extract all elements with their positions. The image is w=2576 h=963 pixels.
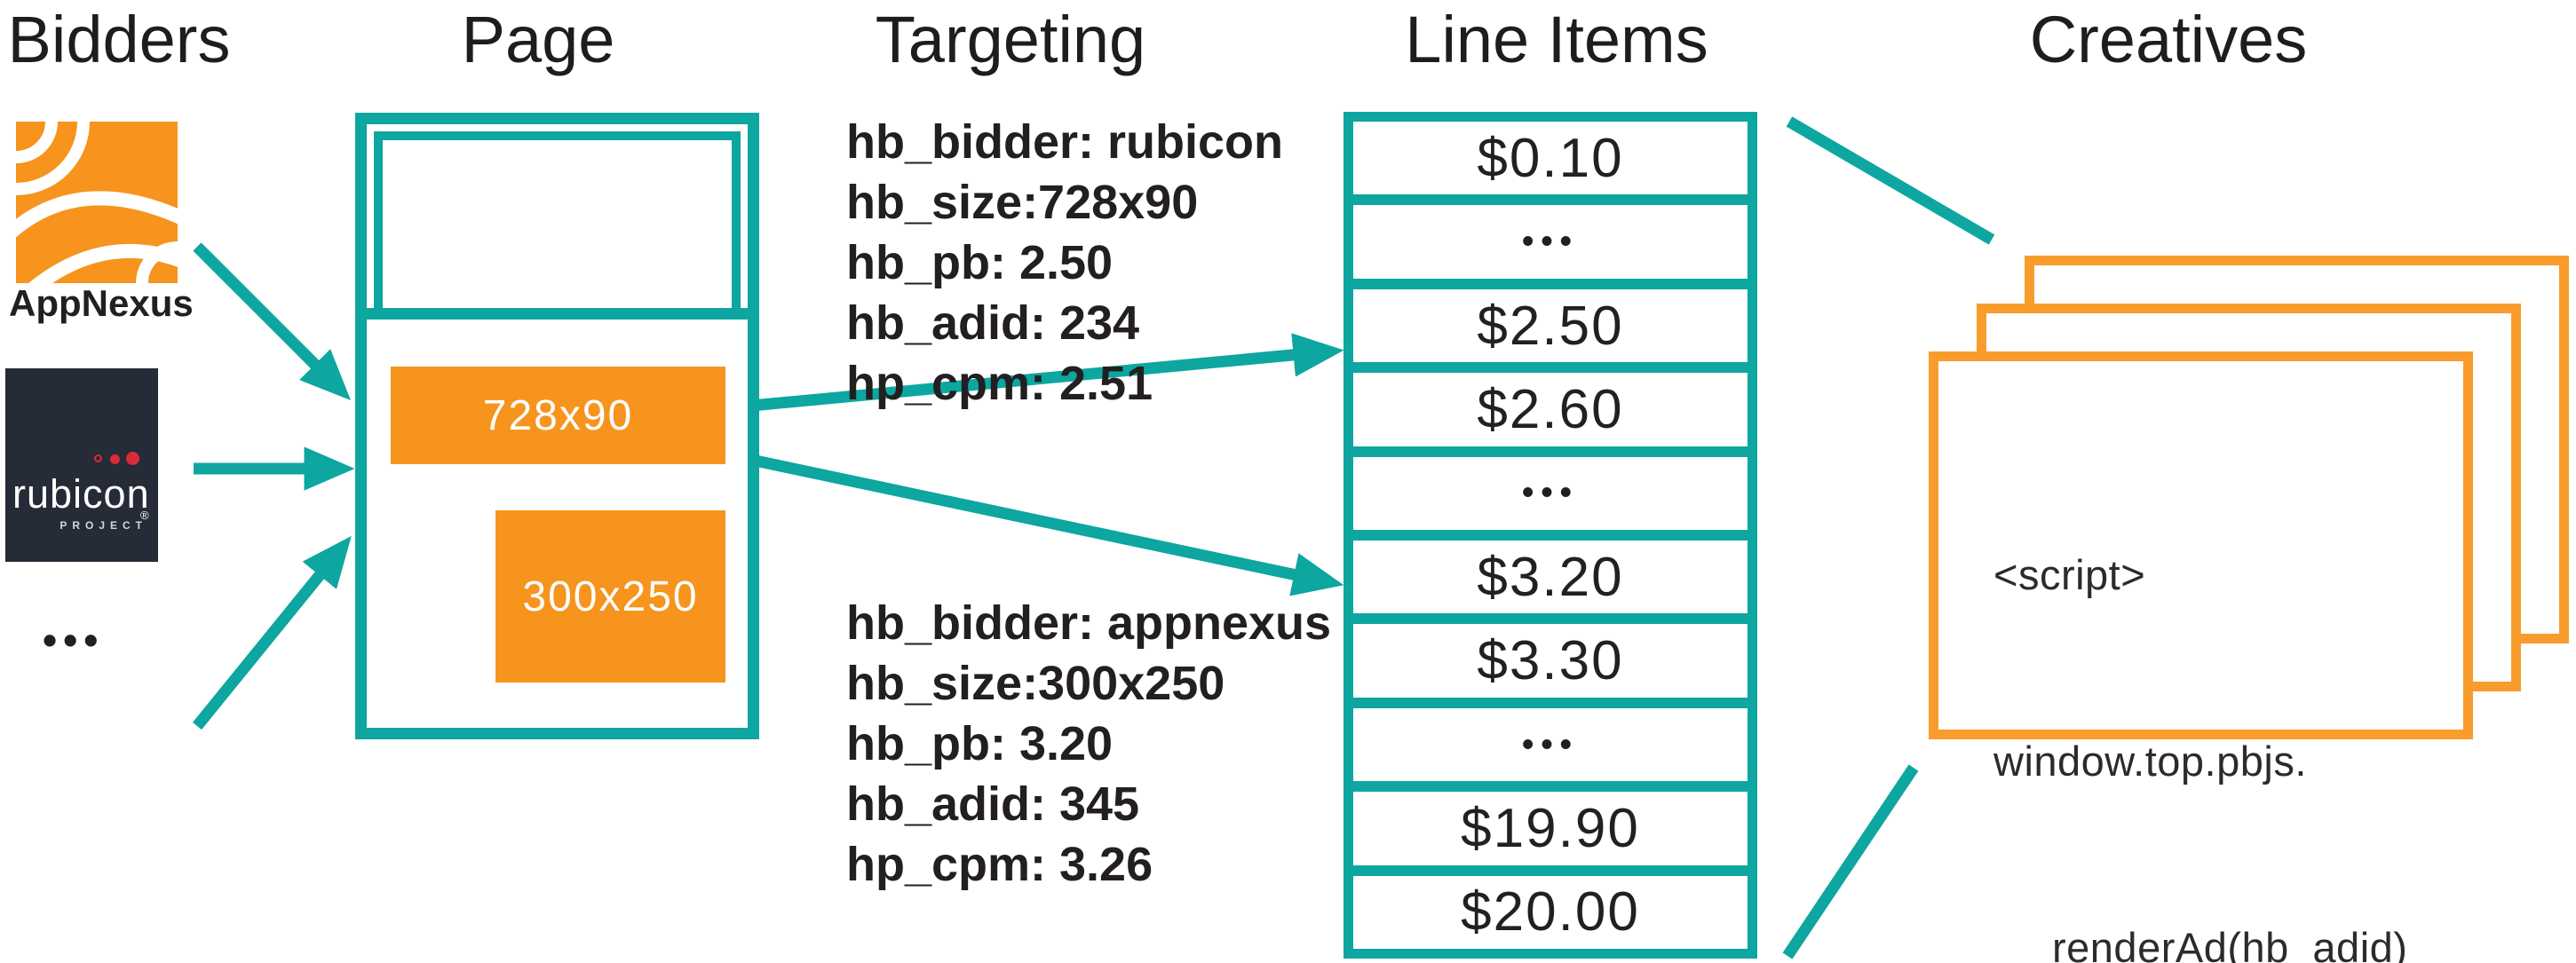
targeting-line: hb_pb: 3.20 [846, 717, 1114, 770]
page-divider-line [367, 308, 748, 320]
targeting-line: hb_bidder: appnexus [846, 596, 1332, 650]
line-item-row: $0.10 [1353, 122, 1748, 195]
page-box: 728x90 300x250 [355, 113, 759, 739]
targeting-line: hb_adid: 345 [846, 778, 1140, 831]
more-bidders-ellipsis: ••• [43, 617, 105, 663]
column-header-bidders: Bidders [7, 3, 231, 76]
code-line: <script> [1993, 551, 2146, 598]
targeting-block-rubicon: hb_bidder: rubicon hb_size:728x90 hb_pb:… [846, 112, 1283, 414]
column-header-page: Page [461, 3, 615, 76]
line-item-row-ellipsis: ••• [1353, 456, 1748, 531]
rubicon-dot-outline-icon [94, 454, 102, 462]
targeting-line: hp_cpm: 2.51 [846, 357, 1153, 410]
line-item-row-ellipsis: ••• [1353, 205, 1748, 279]
arrow-page-to-line-item-320 [749, 454, 1344, 596]
targeting-line: hb_size:300x250 [846, 657, 1225, 710]
creative-script-code: <script> window.top.pbjs. renderAd(hb_ad… [1993, 420, 2407, 963]
connector-line-items-to-creatives-bottom [1782, 764, 1919, 959]
column-header-creatives: Creatives [2029, 3, 2308, 76]
targeting-line: hp_cpm: 3.26 [846, 838, 1153, 891]
line-item-row: $3.30 [1353, 624, 1748, 698]
targeting-block-appnexus: hb_bidder: appnexus hb_size:300x250 hb_p… [846, 593, 1331, 895]
targeting-line: hb_pb: 2.50 [846, 236, 1114, 289]
targeting-line: hb_size:728x90 [846, 176, 1199, 229]
column-header-line-items: Line Items [1405, 3, 1708, 76]
code-line: renderAd(hb_adid) [2052, 924, 2408, 963]
line-items-table: $0.10 ••• $2.50 $2.60 ••• $3.20 $3.30 ••… [1343, 112, 1757, 959]
ad-slot-300x250: 300x250 [495, 510, 725, 683]
arrow-more-bidders-to-page [192, 535, 352, 730]
rubicon-project-subtitle: PROJECT [59, 519, 147, 532]
rubicon-registered-mark: ® [140, 509, 149, 522]
rubicon-logo-word: rubicon [12, 471, 150, 517]
arrow-appnexus-to-page [193, 242, 352, 401]
creative-card-front: <script> window.top.pbjs. renderAd(hb_ad… [1929, 351, 2473, 963]
appnexus-label: AppNexus [9, 282, 194, 324]
targeting-line: hb_adid: 234 [846, 296, 1140, 350]
line-item-row: $3.20 [1353, 541, 1748, 614]
rubicon-dot-small-icon [110, 454, 120, 464]
code-line: window.top.pbjs. [1993, 738, 2307, 785]
column-header-targeting: Targeting [875, 3, 1146, 76]
targeting-line: hb_bidder: rubicon [846, 115, 1283, 169]
line-item-row-ellipsis: ••• [1353, 707, 1748, 782]
line-item-row: $2.50 [1353, 288, 1748, 363]
appnexus-logo-icon [16, 122, 178, 283]
rubicon-project-logo: rubicon ® PROJECT [5, 368, 158, 562]
rubicon-dot-big-icon [126, 452, 139, 465]
line-item-row: $20.00 [1353, 875, 1748, 950]
line-item-row: $2.60 [1353, 373, 1748, 446]
ad-slot-728x90: 728x90 [391, 367, 725, 464]
connector-line-items-to-creatives-top [1786, 116, 1995, 245]
page-header-section [374, 131, 741, 308]
line-item-row: $19.90 [1353, 792, 1748, 865]
